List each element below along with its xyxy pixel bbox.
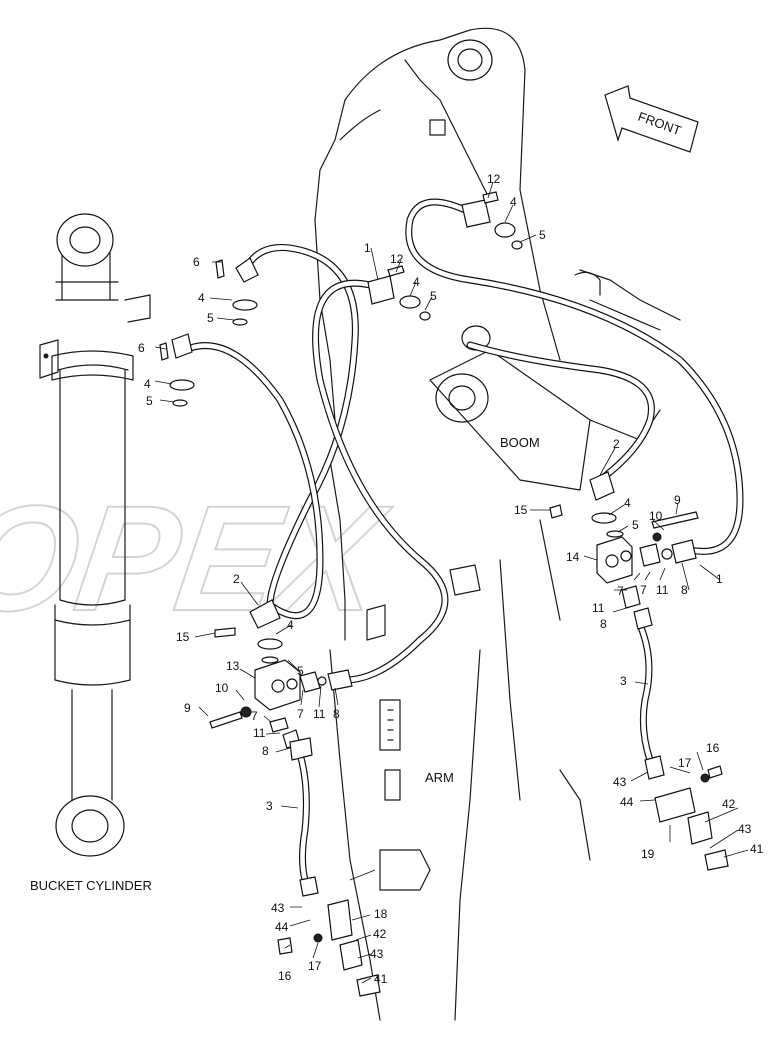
callout-19: 19 [641, 847, 655, 861]
callout-4: 4 [198, 291, 205, 305]
callout-9: 9 [674, 493, 681, 507]
callout-43: 43 [613, 775, 627, 789]
callout-15: 15 [514, 503, 528, 517]
callout-17: 17 [678, 756, 692, 770]
callout-2: 2 [233, 572, 240, 586]
boom-structure [314, 27, 681, 641]
callout-12: 12 [487, 172, 501, 186]
callout-7: 7 [617, 584, 624, 598]
callout-4: 4 [287, 618, 294, 632]
callout-11: 11 [313, 707, 326, 721]
bucket-cylinder-label: BUCKET CYLINDER [30, 878, 152, 893]
callout-8: 8 [681, 583, 688, 597]
callout-44: 44 [275, 920, 289, 934]
boom-label: BOOM [500, 435, 540, 450]
callout-43: 43 [370, 947, 384, 961]
callout-8: 8 [262, 744, 269, 758]
leader-lines [154, 181, 749, 984]
callout-4: 4 [510, 195, 517, 209]
callout-43: 43 [271, 901, 285, 915]
callout-7: 7 [640, 583, 647, 597]
callout-15: 15 [176, 630, 190, 644]
callout-5: 5 [146, 394, 153, 408]
callout-4: 4 [624, 496, 631, 510]
callout-9: 9 [184, 701, 191, 715]
callout-1: 1 [364, 241, 371, 255]
right-valve-block [549, 471, 729, 871]
arm-label: ARM [425, 770, 454, 785]
callout-18: 18 [374, 907, 388, 921]
hoses [181, 198, 744, 884]
callout-17: 17 [308, 959, 322, 973]
callout-10: 10 [649, 509, 663, 523]
callout-11: 11 [592, 601, 605, 615]
callout-11: 11 [253, 726, 266, 740]
callout-6: 6 [138, 341, 145, 355]
callout-42: 42 [373, 927, 387, 941]
callout-3: 3 [620, 674, 627, 688]
callout-13: 13 [226, 659, 240, 673]
callout-16: 16 [706, 741, 720, 755]
callout-8: 8 [333, 707, 340, 721]
callout-11: 11 [656, 583, 669, 597]
callout-14: 14 [566, 550, 580, 564]
callout-16: 16 [278, 969, 292, 983]
callout-8: 8 [600, 617, 607, 631]
left-valve-block [209, 599, 381, 997]
watermark-text: OPEX [0, 475, 398, 642]
callout-5: 5 [297, 664, 304, 678]
callout-44: 44 [620, 795, 634, 809]
callout-5: 5 [430, 289, 437, 303]
upper-fittings [159, 191, 523, 407]
callout-41: 41 [750, 842, 764, 856]
callout-5: 5 [539, 228, 546, 242]
front-arrow-icon [604, 85, 699, 153]
callout-1: 1 [716, 572, 723, 586]
callout-3: 3 [266, 799, 273, 813]
callout-numbers: 1 1 2 2 3 3 4 4 4 4 4 4 5 5 5 5 5 5 6 6 … [138, 172, 764, 986]
callout-4: 4 [144, 377, 151, 391]
callout-4: 4 [413, 275, 420, 289]
callout-42: 42 [722, 797, 736, 811]
callout-12: 12 [390, 252, 404, 266]
callout-6: 6 [193, 255, 200, 269]
callout-5: 5 [207, 311, 214, 325]
bucket-cylinder [39, 213, 151, 857]
callout-43: 43 [738, 822, 752, 836]
callout-41: 41 [374, 972, 388, 986]
callout-10: 10 [215, 681, 229, 695]
arm-structure [329, 519, 591, 1021]
callout-5: 5 [632, 518, 639, 532]
callout-7: 7 [297, 707, 304, 721]
callout-7: 7 [251, 709, 258, 723]
callout-2: 2 [613, 437, 620, 451]
